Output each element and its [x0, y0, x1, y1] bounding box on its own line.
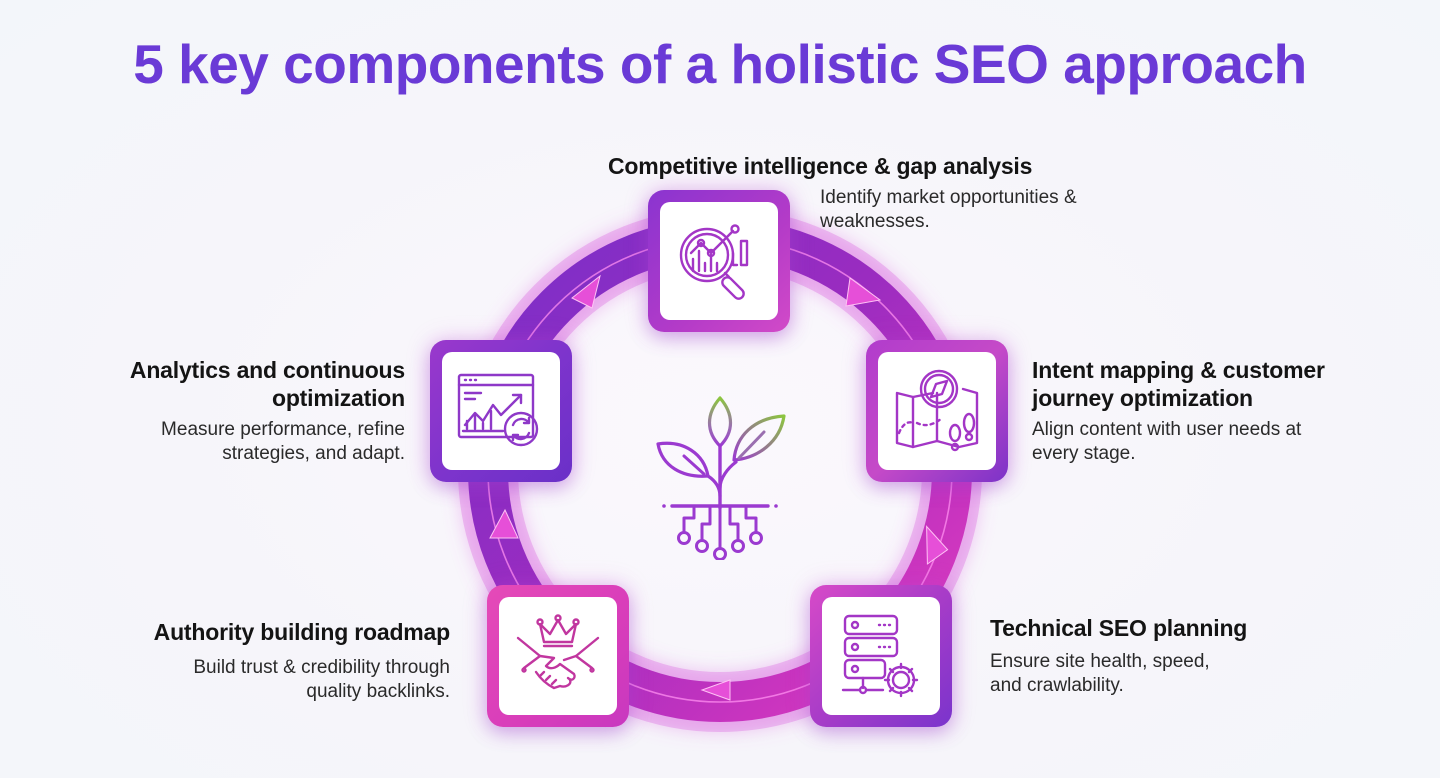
- label-technical-seo: Technical SEO planning Ensure site healt…: [990, 615, 1248, 696]
- node-technical-seo: [810, 585, 952, 727]
- label-analytics: Analytics and continuous optimization Me…: [129, 357, 405, 464]
- desc-competitive-intelligence: Identify market opportunities & weakness…: [820, 187, 1077, 232]
- heading: Competitive intelligence & gap analysis: [608, 153, 1033, 179]
- page-title: 5 key components of a holistic SEO appro…: [133, 33, 1307, 95]
- arrow-icon: [571, 274, 601, 309]
- compass-map-footsteps-icon: [895, 369, 979, 452]
- node-authority-building: [487, 585, 629, 727]
- arrow-icon: [926, 525, 949, 565]
- plant-with-circuit-roots-icon: [656, 396, 786, 560]
- arrow-icon: [489, 508, 519, 539]
- magnifier-chart-icon: [679, 224, 749, 300]
- arrow-icon: [700, 679, 731, 701]
- server-gear-icon: [841, 614, 919, 698]
- crown-handshake-icon: [516, 614, 600, 690]
- arrow-icon: [845, 277, 882, 307]
- label-competitive-intelligence: Competitive intelligence & gap analysis: [608, 152, 1032, 180]
- label-authority-building: Authority building roadmap Build trust &…: [153, 619, 451, 702]
- node-analytics: [430, 340, 572, 482]
- flow-arrows: [489, 274, 949, 701]
- node-intent-mapping: [866, 340, 1008, 482]
- dashboard-refresh-icon: [457, 373, 539, 447]
- label-intent-mapping: Intent mapping & customer journey optimi…: [1032, 357, 1325, 464]
- node-competitive-intelligence: [648, 190, 790, 332]
